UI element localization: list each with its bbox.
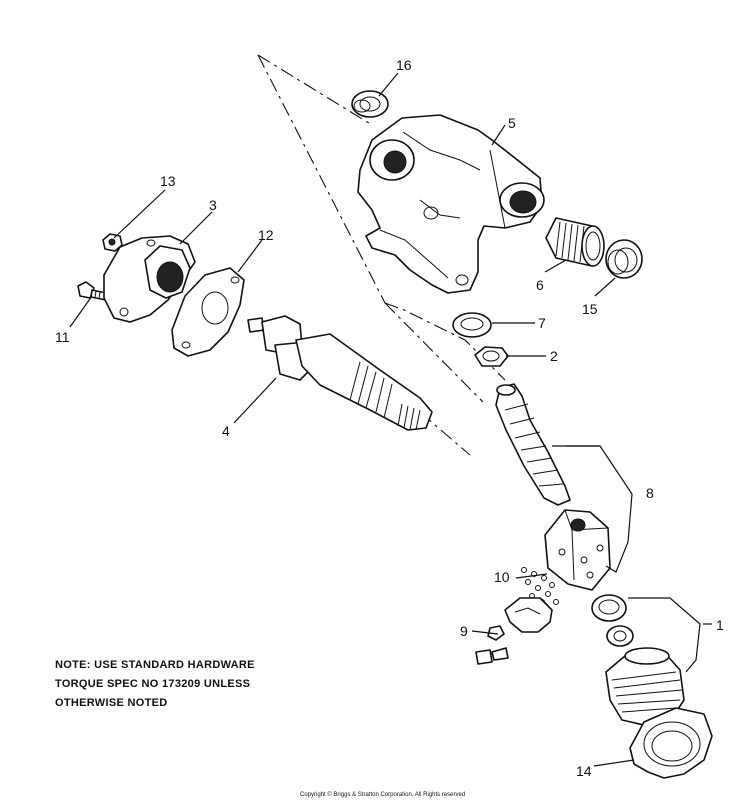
part-1-assembly: [591, 594, 685, 727]
copyright-text: Copyright © Briggs & Stratton Corporatio…: [300, 791, 465, 798]
part-8-worm: [495, 383, 571, 506]
part-10-ball-nut: [544, 509, 611, 591]
label-14: 14: [576, 763, 592, 779]
part-12-gasket: [171, 267, 245, 357]
part-16-seal: [351, 90, 389, 118]
label-7: 7: [538, 315, 546, 331]
part-7-bushing: [452, 312, 492, 338]
leader-lines: [69, 72, 712, 767]
label-8: 8: [646, 485, 654, 501]
hardware-note: NOTE: USE STANDARD HARDWARE TORQUE SPEC …: [55, 659, 255, 709]
label-3: 3: [209, 197, 217, 213]
label-15: 15: [582, 301, 598, 317]
label-11: 11: [55, 329, 70, 345]
label-5: 5: [508, 115, 516, 131]
part-labels: 16 5 6 15 7 2 13 3 12 11 4 8 10 9 1 14: [55, 57, 724, 779]
label-4: 4: [222, 423, 230, 439]
label-12: 12: [258, 227, 274, 243]
label-9: 9: [460, 623, 468, 639]
part-6-bearing: [545, 217, 605, 267]
part-11-bolt: [77, 281, 107, 301]
label-10: 10: [494, 569, 510, 585]
label-2: 2: [550, 348, 558, 364]
label-16: 16: [396, 57, 412, 73]
label-6: 6: [536, 277, 544, 293]
note-line-3: OTHERWISE NOTED: [55, 697, 167, 709]
part-15-seal: [605, 239, 643, 279]
part-4-shaft: [247, 315, 433, 431]
label-13: 13: [160, 173, 176, 189]
part-13-nut: [102, 233, 123, 252]
part-3-bracket: [103, 235, 196, 323]
part-14-cap: [629, 707, 713, 779]
label-1: 1: [716, 617, 724, 633]
part-9-guide: [475, 597, 553, 665]
note-line-1: NOTE: USE STANDARD HARDWARE: [55, 659, 255, 671]
part-5-housing: [357, 114, 545, 294]
note-line-2: TORQUE SPEC NO 173209 UNLESS: [55, 678, 250, 690]
part-2-nut: [474, 346, 509, 367]
